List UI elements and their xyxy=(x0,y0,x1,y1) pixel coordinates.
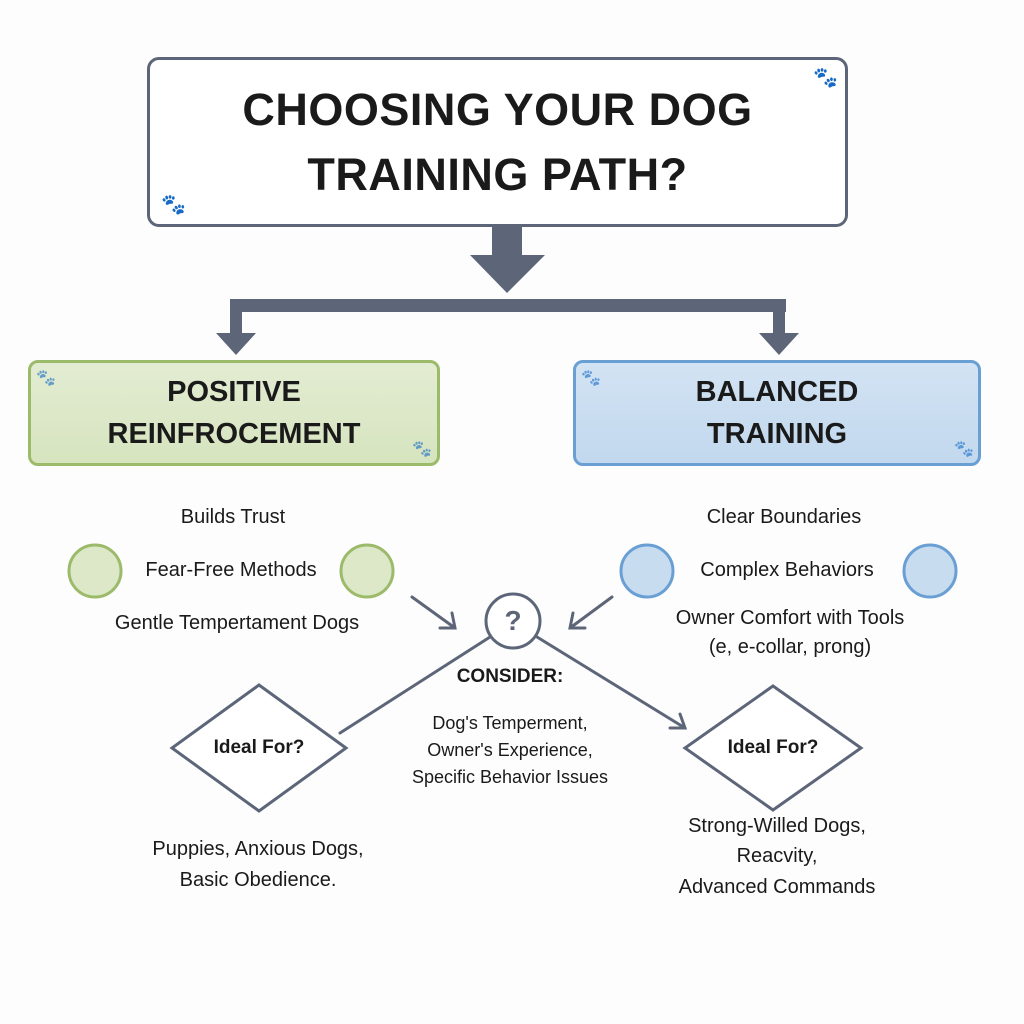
right-ideal-for: Advanced Commands xyxy=(678,876,876,898)
title-line-2: TRAINING xyxy=(706,418,848,450)
left-ideal-for: Puppies, Anxious Dogs, xyxy=(152,838,364,860)
branch-bar xyxy=(230,299,786,312)
left-diamond-label: Ideal For? xyxy=(213,737,305,758)
left-benefit-circle-1 xyxy=(67,543,123,599)
consider-factor: Specific Behavior Issues xyxy=(411,767,609,787)
right-diamond-label: Ideal For? xyxy=(727,737,819,758)
positive-reinforcement-title: POSITIVE REINFROCEMENT xyxy=(28,371,440,455)
left-ideal-diamond xyxy=(169,683,349,813)
right-merge-arrow xyxy=(568,595,614,630)
question-icon: ? xyxy=(504,605,522,636)
title-line-1: POSITIVE xyxy=(167,376,301,408)
paw-icon: 🐾 xyxy=(813,67,838,89)
right-benefit: Clear Boundaries xyxy=(706,506,862,528)
paw-icon: 🐾 xyxy=(412,441,432,458)
title-line-2: TRAINING PATH? xyxy=(307,149,688,200)
paw-icon: 🐾 xyxy=(954,441,974,458)
title-line-1: BALANCED xyxy=(695,376,859,408)
right-benefit: (e, e-collar, prong) xyxy=(708,636,872,658)
right-benefit-circle-1 xyxy=(619,543,675,599)
title-line-2: REINFROCEMENT xyxy=(107,418,361,450)
right-ideal-for: Strong-Willed Dogs, xyxy=(688,815,866,837)
left-benefit: Gentle Tempertament Dogs xyxy=(114,612,360,634)
left-decision-line xyxy=(338,635,492,735)
left-benefit: Builds Trust xyxy=(180,506,286,528)
main-arrow-head xyxy=(470,255,545,293)
right-benefit-circle-2 xyxy=(902,543,958,599)
right-ideal-for: Reacvity, xyxy=(736,845,818,867)
consider-factor: Owner's Experience, xyxy=(427,740,593,760)
balanced-training-title: BALANCED TRAINING xyxy=(573,371,981,455)
right-benefit: Complex Behaviors xyxy=(700,559,874,581)
title-box xyxy=(147,57,848,227)
left-branch-drop xyxy=(230,299,242,335)
paw-icon: 🐾 xyxy=(36,370,56,387)
left-merge-arrow xyxy=(410,595,457,630)
left-benefit: Fear-Free Methods xyxy=(145,559,317,581)
paw-icon: 🐾 xyxy=(161,194,186,216)
left-ideal-for: Basic Obedience. xyxy=(179,869,337,891)
consider-factor: Dog's Temperment, xyxy=(432,713,588,733)
main-arrow-shaft xyxy=(492,225,522,257)
left-benefit-circle-2 xyxy=(339,543,395,599)
right-benefit: Owner Comfort with Tools xyxy=(675,607,905,629)
right-branch-drop xyxy=(773,299,785,335)
right-branch-arrowhead xyxy=(759,333,799,355)
title-line-1: CHOOSING YOUR DOG xyxy=(242,84,753,135)
positive-reinforcement-box xyxy=(28,360,440,466)
right-ideal-diamond xyxy=(682,684,864,812)
paw-icon: 🐾 xyxy=(581,370,601,387)
question-circle xyxy=(484,592,542,650)
consider-heading: CONSIDER: xyxy=(456,666,564,687)
left-branch-arrowhead xyxy=(216,333,256,355)
balanced-training-box xyxy=(573,360,981,466)
right-decision-arrow xyxy=(535,635,688,730)
